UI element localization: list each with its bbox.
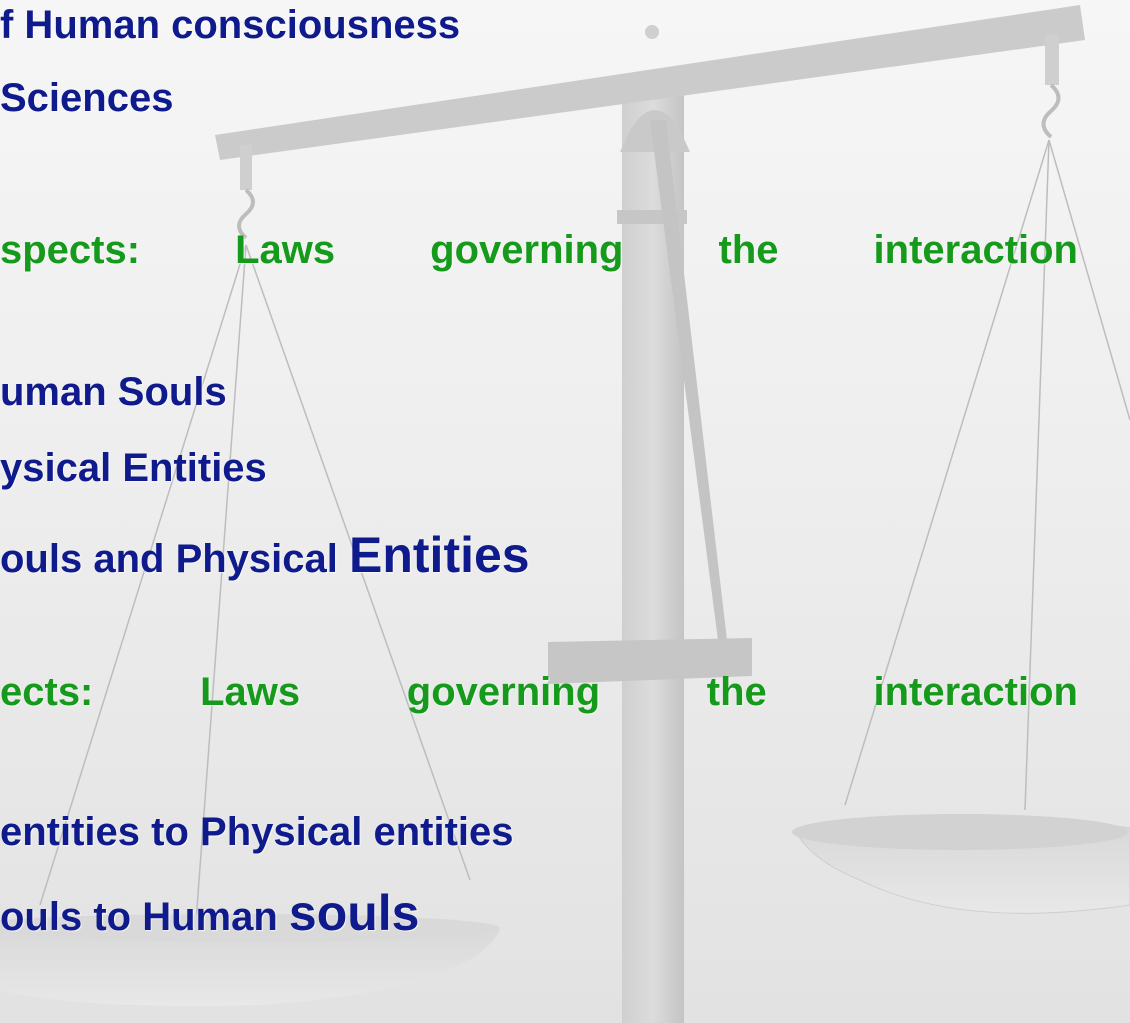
line-sciences: Sciences bbox=[0, 76, 174, 120]
line-aspects-laws-interaction-2: ects: Laws governing the interaction bbox=[0, 672, 1078, 712]
word: spects: bbox=[0, 228, 141, 272]
scale-left-chain bbox=[237, 188, 255, 240]
line-souls-and-physical-entities: ouls and Physical Entities bbox=[0, 530, 530, 580]
scale-beam bbox=[215, 5, 1085, 160]
line-human-consciousness: f Human consciousness bbox=[0, 3, 461, 47]
text-part-large: Entities bbox=[349, 527, 530, 583]
line-physical-entities: ysical Entities bbox=[0, 446, 267, 490]
word: the bbox=[706, 670, 767, 714]
text-part: ouls to Human bbox=[0, 895, 289, 939]
scale-needle bbox=[650, 120, 727, 640]
line-souls-to-human-souls: ouls to Human souls bbox=[0, 888, 419, 938]
word: governing bbox=[430, 228, 624, 272]
scale-right-chain bbox=[1041, 83, 1061, 139]
scale-right-pan-rim bbox=[792, 814, 1128, 850]
word: the bbox=[718, 228, 779, 272]
scale-finial bbox=[645, 25, 659, 39]
word: ects: bbox=[0, 670, 94, 714]
word: interaction bbox=[873, 228, 1078, 272]
scale-right-strings bbox=[844, 139, 1130, 811]
scale-plate bbox=[548, 638, 752, 684]
scale-right-hook bbox=[1045, 35, 1059, 85]
scale-left-pan-rim bbox=[0, 914, 500, 942]
word: governing bbox=[406, 670, 601, 714]
line-aspects-laws-interaction-1: spects: Laws governing the interaction bbox=[0, 230, 1078, 270]
text-part-large: souls bbox=[288, 885, 420, 941]
line-human-souls: uman Souls bbox=[0, 370, 227, 414]
word: Laws bbox=[235, 228, 336, 272]
scale-left-hook bbox=[240, 145, 252, 190]
word: Laws bbox=[200, 670, 301, 714]
line-entities-to-physical-entities: entities to Physical entities bbox=[0, 810, 514, 854]
text-part: ouls and Physical bbox=[0, 537, 350, 581]
word: interaction bbox=[873, 670, 1078, 714]
scale-left-strings bbox=[39, 244, 471, 936]
